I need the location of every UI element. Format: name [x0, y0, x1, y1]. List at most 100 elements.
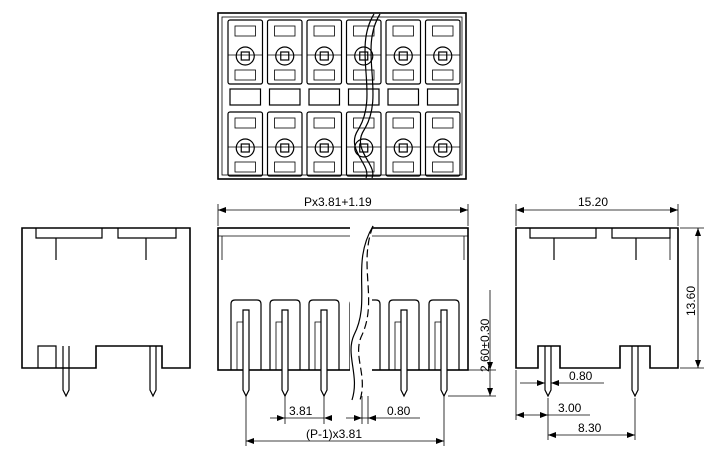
top-view-outline — [217, 12, 467, 180]
top-cell-screw-head — [359, 51, 369, 61]
width-side-label: 15.20 — [578, 195, 608, 209]
top-cell-slot-lower — [432, 161, 454, 173]
top-cell-slot — [313, 117, 335, 129]
top-cell — [266, 111, 303, 177]
right-view-body — [515, 227, 679, 369]
left-side-view — [21, 227, 191, 398]
top-view — [217, 12, 467, 180]
top-cell-screw-head — [398, 143, 408, 153]
top-cell-screw — [314, 138, 334, 158]
top-view-inner-outline — [221, 16, 463, 176]
top-middle-window — [387, 88, 420, 106]
top-cell-slot-lower — [234, 161, 256, 173]
top-cell-screw — [314, 46, 334, 66]
front-pin — [400, 309, 408, 398]
front-slot-inner — [314, 321, 321, 370]
total-pitch-label: (P-1)x3.81 — [306, 427, 362, 441]
top-cell — [227, 19, 264, 85]
front-view-body — [217, 227, 469, 371]
pin-width-front-label: 0.80 — [387, 404, 411, 418]
front-break-line-1 — [350, 225, 374, 401]
front-slot — [388, 299, 420, 370]
top-cell-slot — [274, 25, 296, 37]
top-cell-slot — [313, 25, 335, 37]
left-view-pin-1 — [62, 346, 70, 398]
height-side-label: 13.60 — [684, 286, 698, 316]
side-span-label: 8.30 — [578, 421, 602, 435]
front-top-dim-label: Px3.81+1.19 — [304, 195, 372, 209]
side-pin-width-arrows — [537, 380, 559, 386]
side-offset-label: 3.00 — [558, 401, 582, 415]
pin-length-label: 2.60±0.30 — [478, 318, 492, 372]
top-cell — [345, 19, 382, 85]
front-view: Px3.81+1.19 2.60±0.30 3.81 0.80 (P-1)x3.… — [217, 195, 496, 446]
front-slot-inner — [394, 321, 401, 370]
side-pin-width-label: 0.80 — [569, 369, 593, 383]
right-side-view: 15.20 13.60 0.80 3.00 8.30 — [515, 195, 704, 440]
top-cell — [424, 111, 461, 177]
front-view-slots — [230, 299, 460, 398]
pin-width-arrows — [354, 415, 376, 421]
top-cell-screw-head — [280, 51, 290, 61]
top-cell-screw — [393, 46, 413, 66]
top-cell-screw — [433, 138, 453, 158]
top-cell-slot — [274, 117, 296, 129]
top-cell-screw — [433, 46, 453, 66]
top-cell-slot-lower — [234, 69, 256, 81]
top-view-cells — [227, 19, 461, 177]
right-view-pin-2 — [631, 346, 639, 398]
front-pin — [440, 309, 448, 398]
front-slot-inner — [236, 321, 243, 370]
top-middle-window — [426, 88, 459, 106]
left-view-foot — [37, 345, 57, 368]
left-view-pin-2 — [149, 346, 157, 398]
top-cell-slot-lower — [353, 69, 375, 81]
top-cell-slot-lower — [313, 161, 335, 173]
top-cell — [266, 19, 303, 85]
top-cell — [227, 111, 264, 177]
right-view-slot-2 — [611, 228, 671, 239]
top-middle-window — [268, 88, 301, 106]
front-slot-inner — [275, 321, 282, 370]
top-cell-screw-head — [319, 143, 329, 153]
top-cell-slot-lower — [392, 69, 414, 81]
top-cell-slot — [392, 25, 414, 37]
front-slot — [428, 299, 460, 370]
top-cell-screw — [275, 138, 295, 158]
top-cell-screw — [235, 46, 255, 66]
top-cell-slot — [234, 25, 256, 37]
top-cell — [306, 111, 343, 177]
left-view-slot-1 — [35, 228, 103, 239]
top-cell-slot — [353, 117, 375, 129]
top-cell — [345, 111, 382, 177]
top-cell-screw — [275, 46, 295, 66]
top-cell-screw-head — [240, 143, 250, 153]
front-slot-inner — [434, 321, 441, 370]
top-cell-screw-head — [319, 51, 329, 61]
right-view-slot-1 — [529, 228, 597, 239]
top-cell-screw-head — [438, 143, 448, 153]
top-cell-slot-lower — [274, 161, 296, 173]
top-cell — [385, 111, 422, 177]
top-cell-slot-lower — [313, 69, 335, 81]
front-slot — [269, 299, 301, 370]
top-cell — [424, 19, 461, 85]
top-cell-screw-head — [398, 51, 408, 61]
top-break-line-2 — [359, 13, 381, 179]
top-cell-slot — [392, 117, 414, 129]
top-break-line-1 — [353, 13, 375, 179]
top-cell-screw-head — [240, 51, 250, 61]
top-cell-slot-lower — [274, 69, 296, 81]
side-offset-arrows — [516, 412, 548, 418]
top-cell-slot — [432, 117, 454, 129]
front-pin — [320, 309, 328, 398]
top-cell-slot-lower — [392, 161, 414, 173]
top-cell-slot — [234, 117, 256, 129]
top-middle-window — [308, 88, 341, 106]
top-cell-screw — [354, 138, 374, 158]
top-cell-screw — [393, 138, 413, 158]
top-cell-screw — [235, 138, 255, 158]
front-pin — [242, 309, 250, 398]
top-cell-screw — [354, 46, 374, 66]
